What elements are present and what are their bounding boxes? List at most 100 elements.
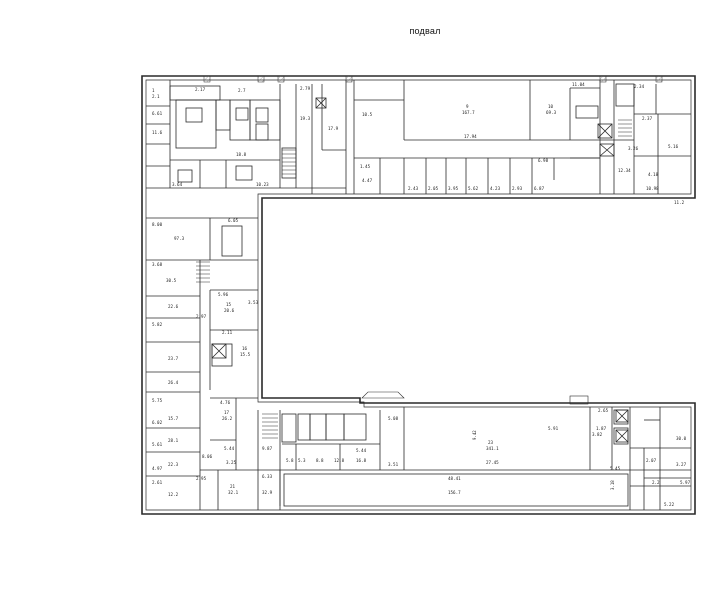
room-label: 16 — [242, 346, 248, 351]
left-wing-partitions — [146, 217, 258, 510]
room-label: 1.45 — [360, 164, 371, 169]
room-label: 26.4 — [168, 380, 179, 385]
room-label: 2.34 — [634, 84, 645, 89]
room-label: 19.3 — [300, 116, 311, 121]
room-label: 2.2 — [652, 480, 660, 485]
room-label: 3.82 — [592, 432, 603, 437]
room-label: 5.96 — [218, 292, 229, 297]
room-label: 5.08 — [388, 416, 399, 421]
room-label: 15.5 — [240, 352, 251, 357]
room-label: 3.26 — [628, 146, 639, 151]
room-label: 5.45 — [610, 466, 621, 471]
room-label: 2.37 — [642, 116, 653, 121]
room-label: 10.5 — [362, 112, 373, 117]
room-label: 2.79 — [300, 86, 311, 91]
room-label: 12.8 — [334, 458, 345, 463]
room-label: 2.97 — [196, 314, 207, 319]
room-label: 2.93 — [512, 186, 523, 191]
room-label: 26.2 — [222, 416, 233, 421]
room-label: 4.47 — [362, 178, 373, 183]
room-label: 5.62 — [468, 186, 479, 191]
room-label: 69.3 — [546, 110, 557, 115]
room-label: 23 — [488, 440, 494, 445]
room-label: 341.1 — [486, 446, 499, 451]
room-label: 15.7 — [168, 416, 179, 421]
room-label: 4.23 — [490, 186, 501, 191]
room-label: 2.1 — [152, 94, 160, 99]
room-label: 167.7 — [462, 110, 475, 115]
room-label: 8.06 — [202, 454, 213, 459]
room-label: 5.75 — [152, 398, 163, 403]
room-label: 6.05 — [228, 218, 239, 223]
room-label: 5.44 — [224, 446, 235, 451]
room-label: 3.68 — [152, 262, 163, 267]
room-label: 48.41 — [448, 476, 461, 481]
room-label: 20.6 — [224, 308, 235, 313]
room-label: 17.94 — [464, 134, 477, 139]
room-label: 12.34 — [618, 168, 631, 173]
room-label: 6.33 — [262, 474, 273, 479]
elevator-shafts — [211, 97, 629, 443]
room-label: 3.25 — [226, 460, 237, 465]
room-label: 2.95 — [196, 476, 207, 481]
room-label: 2.65 — [598, 408, 609, 413]
room-label: 6.61 — [152, 111, 163, 116]
room-label: 5.16 — [668, 144, 679, 149]
room-label: 32.1 — [228, 490, 239, 495]
outer-wall — [141, 75, 696, 515]
room-label: 2.11 — [222, 330, 233, 335]
room-label: 10 — [548, 104, 554, 109]
room-label: 9.87 — [262, 446, 273, 451]
page-title: подвал — [409, 26, 441, 36]
room-label: 5.8 — [286, 458, 294, 463]
room-label: 5.91 — [548, 426, 559, 431]
room-label: 18.8 — [236, 152, 247, 157]
room-label: 2.17 — [195, 87, 206, 92]
room-label: 10.23 — [256, 182, 269, 187]
room-label: 12.2 — [168, 492, 179, 497]
room-label: 5.3 — [298, 458, 306, 463]
top-right-wing-partitions — [353, 80, 691, 194]
room-label: 6.98 — [538, 158, 549, 163]
room-label: 30.5 — [166, 278, 177, 283]
room-label: 4.97 — [152, 466, 163, 471]
room-label: 15 — [226, 302, 232, 307]
room-label: 9.42 — [472, 430, 477, 440]
room-label: 23.7 — [168, 356, 179, 361]
room-label: 2.43 — [408, 186, 419, 191]
room-label: 5.22 — [664, 502, 675, 507]
room-label: 2.7 — [238, 88, 246, 93]
room-label: 3.64 — [172, 182, 183, 187]
top-wing-partitions — [146, 80, 347, 194]
room-label: 2.61 — [152, 480, 163, 485]
room-labels: 1 2.1 2.17 2.7 6.61 11.6 19.3 10.5 9 167… — [152, 82, 691, 507]
room-label: 4.18 — [648, 172, 659, 177]
room-label: 11.2 — [674, 200, 685, 205]
room-label: 2.05 — [428, 186, 439, 191]
room-label: 17.9 — [328, 126, 339, 131]
hatched-elements — [203, 75, 663, 83]
room-label: 9 — [466, 104, 469, 109]
room-label: 4.76 — [220, 400, 231, 405]
room-label: 6.87 — [534, 186, 545, 191]
room-label: 3.27 — [676, 462, 687, 467]
room-label: 11.04 — [572, 82, 585, 87]
room-label: 5.82 — [152, 322, 163, 327]
room-label: 1.87 — [596, 426, 607, 431]
room-label: 5.44 — [356, 448, 367, 453]
room-label: 3.18 — [610, 480, 615, 490]
room-label: 2.07 — [646, 458, 657, 463]
room-label: 8.00 — [152, 222, 163, 227]
room-label: 1 — [152, 88, 155, 93]
room-label: 3.53 — [248, 300, 259, 305]
bottom-wing-partitions — [257, 407, 691, 510]
room-label: 22.3 — [168, 462, 179, 467]
room-label: 156.7 — [448, 490, 461, 495]
room-label: 11.6 — [152, 130, 163, 135]
room-label: 10.98 — [646, 186, 659, 191]
stairs — [196, 119, 632, 439]
room-label: 21 — [230, 484, 236, 489]
room-label: 3.51 — [388, 462, 399, 467]
room-label: 3.95 — [448, 186, 459, 191]
